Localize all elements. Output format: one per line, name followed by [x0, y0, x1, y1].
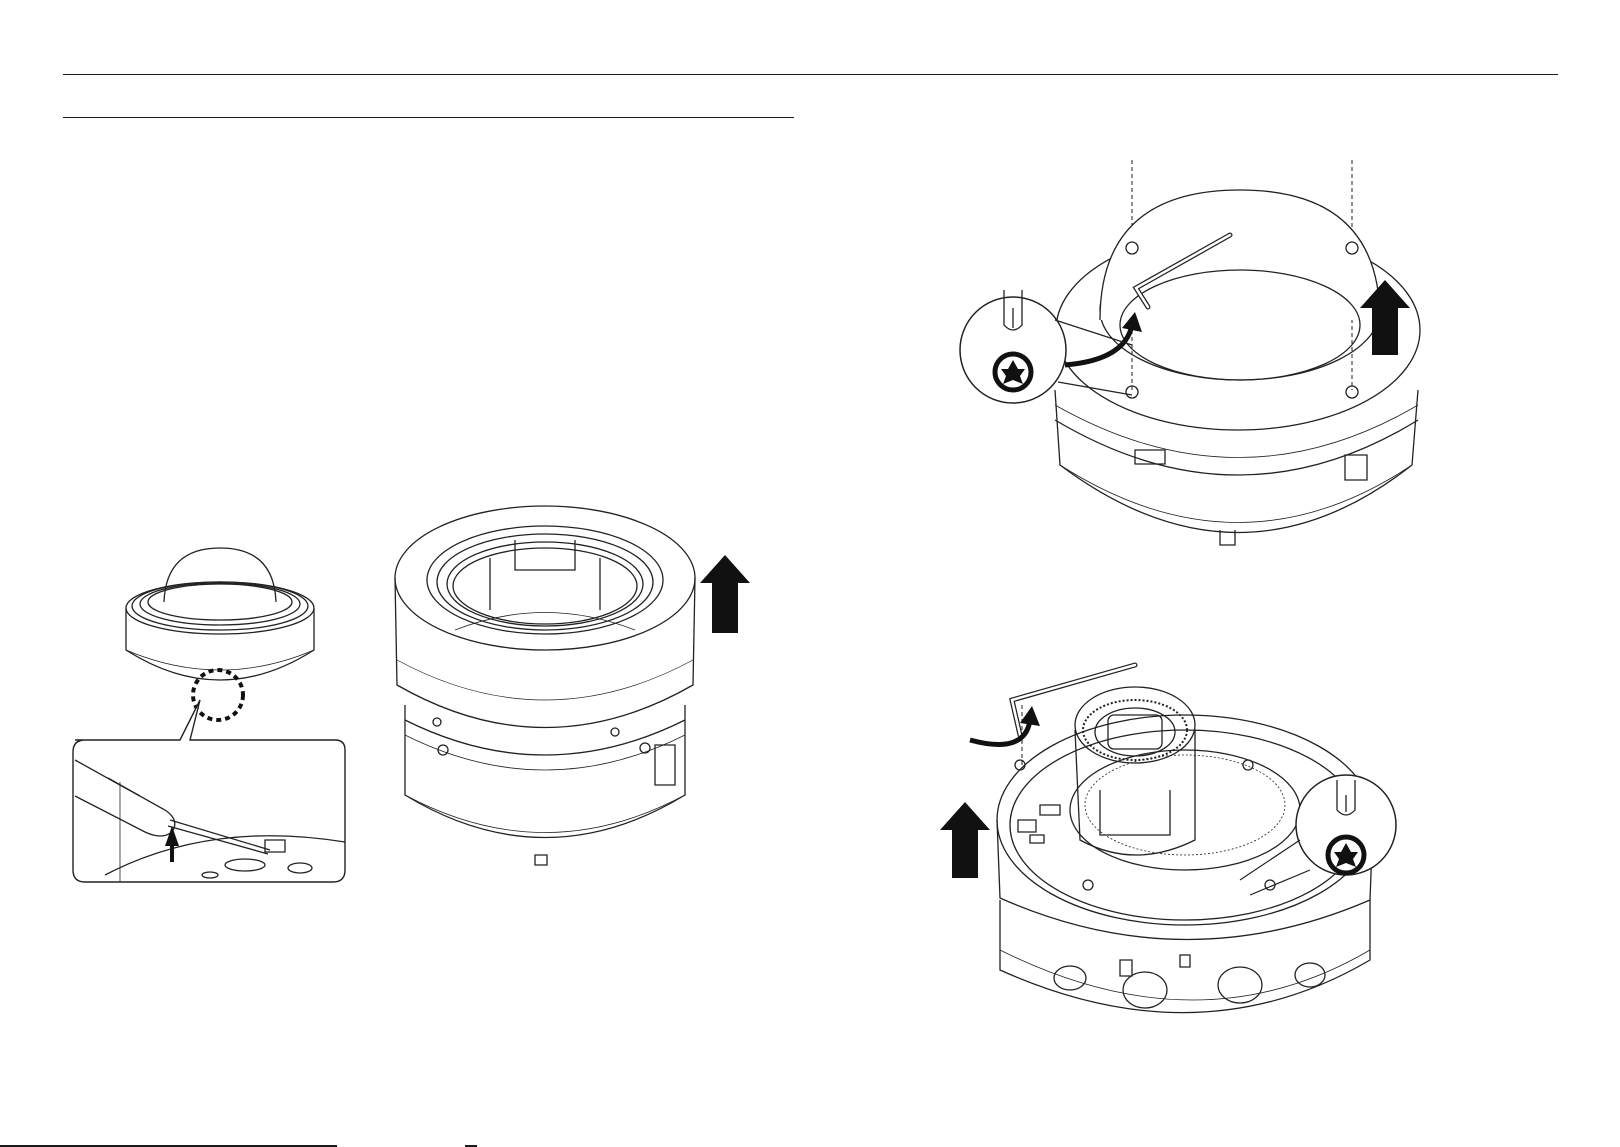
section-rule — [63, 117, 794, 118]
up-arrow-icon — [700, 555, 750, 633]
fig-lift-outer-cover — [395, 500, 775, 900]
header-rule — [63, 74, 1558, 75]
fig-remove-dome-cover — [60, 520, 360, 920]
up-arrow-icon — [940, 802, 990, 878]
fig-loosen-dome-screws — [960, 160, 1480, 570]
fig-loosen-module-screws — [940, 660, 1440, 1070]
rotate-arrow-icon — [1065, 325, 1132, 365]
